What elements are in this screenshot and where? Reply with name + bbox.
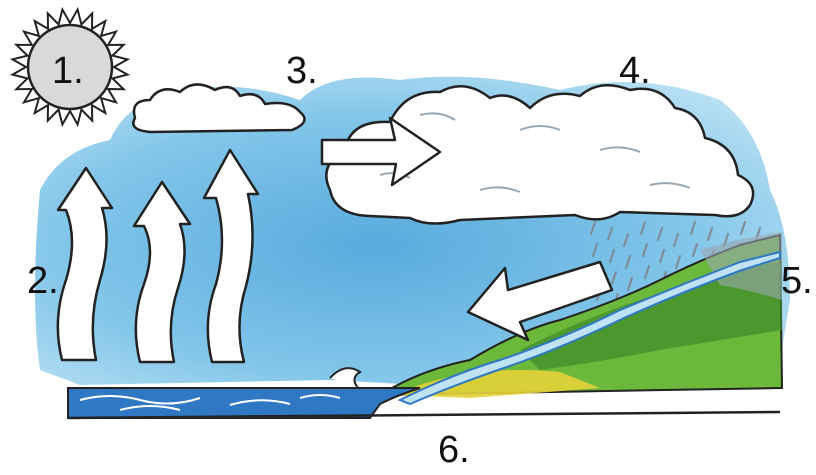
label-6: 6. [438,431,470,469]
label-4: 4. [619,52,651,90]
label-5: 5. [781,262,813,300]
small-cloud [133,84,304,132]
label-3: 3. [286,52,318,90]
label-1: 1. [52,52,84,90]
label-2: 2. [27,262,59,300]
